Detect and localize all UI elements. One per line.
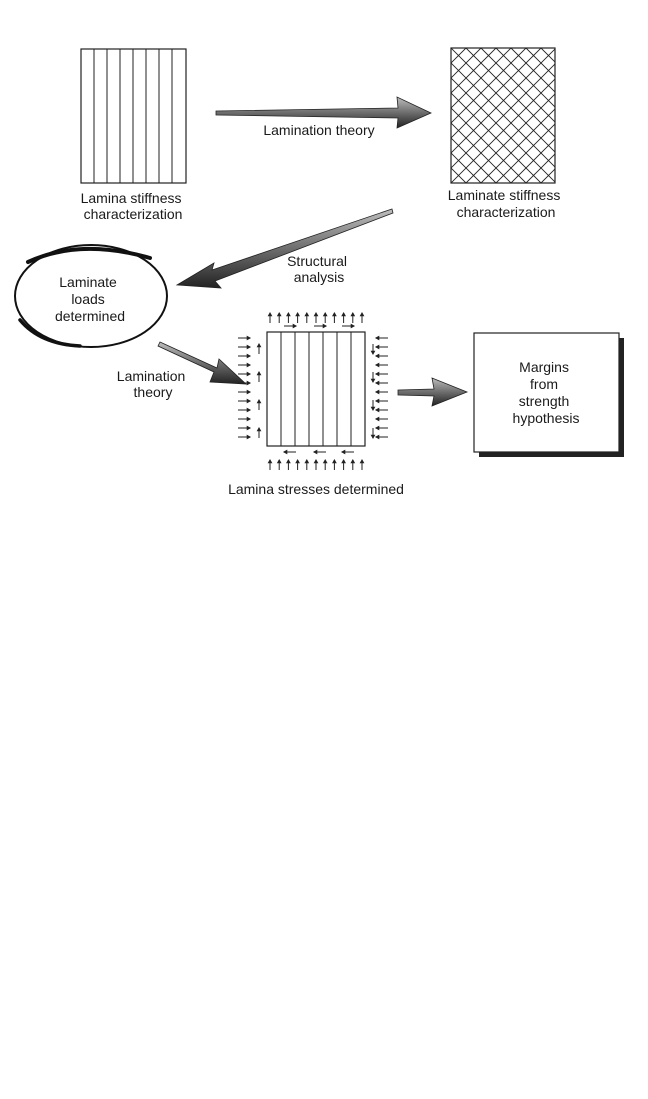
lamina-stiffness-label: Lamina stiffness characterization [81, 190, 186, 222]
lamination-theory-top-label: Lamination theory [263, 122, 374, 138]
lamina-unidirectional-figure [81, 49, 186, 183]
lamina-stresses-label: Lamina stresses determined [228, 481, 404, 497]
margins-label: Margins from strength hypothesis [513, 359, 580, 426]
margins-arrow [398, 378, 467, 406]
structural-analysis-label: Structural analysis [287, 253, 351, 285]
lamina-stress-element [238, 313, 388, 470]
laminate-stiffness-label: Laminate stiffness characterization [448, 187, 564, 220]
structural-analysis-arrow [177, 209, 393, 288]
lamination-theory-lower-label: Lamination theory [117, 368, 189, 400]
